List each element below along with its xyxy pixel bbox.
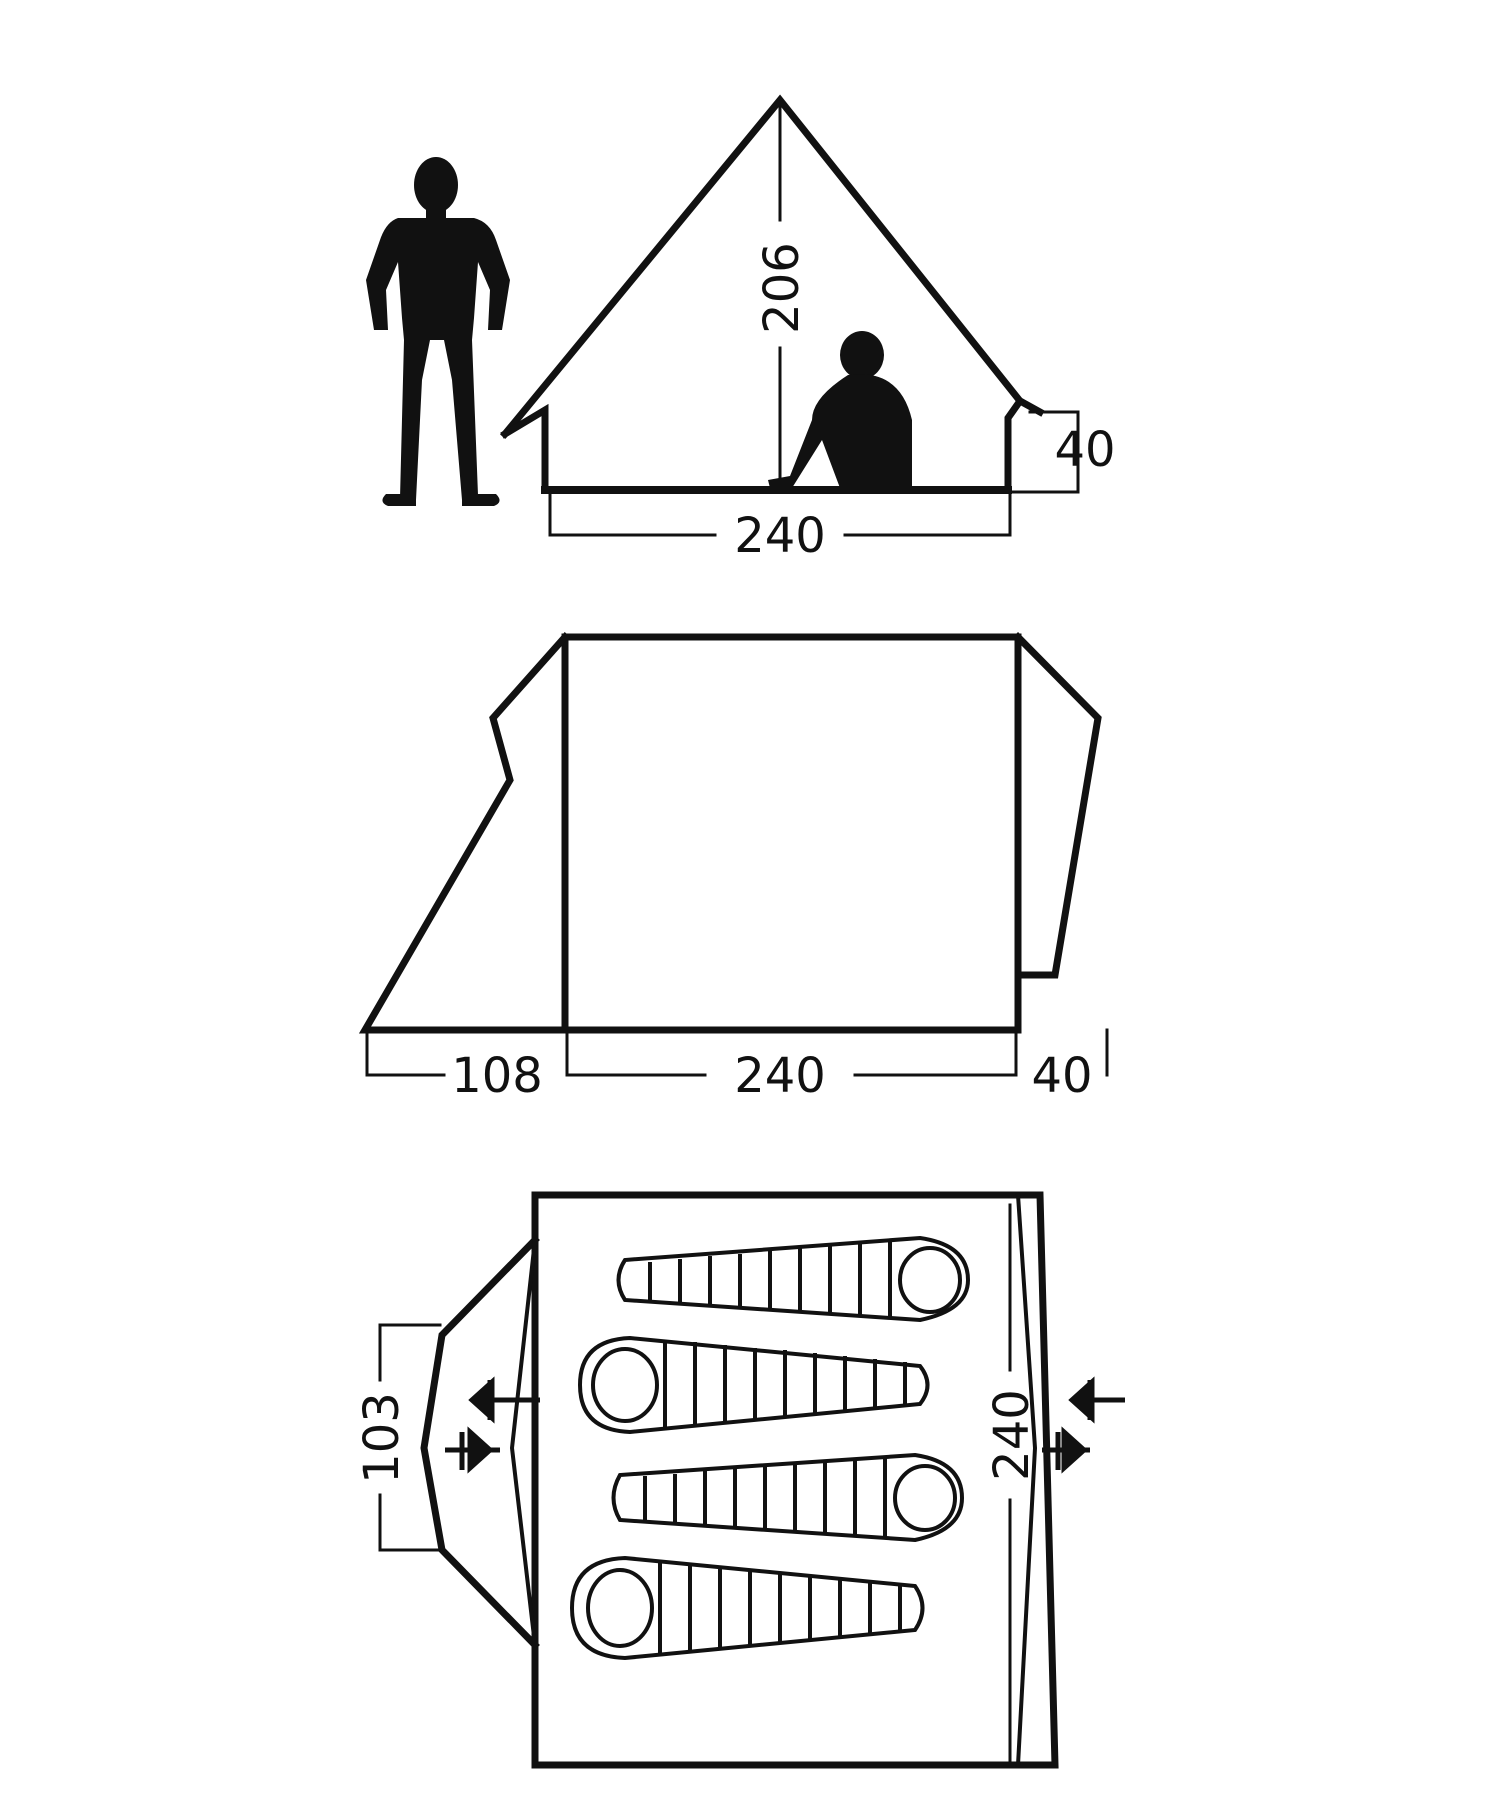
side-body-dimension: [565, 1033, 1018, 1077]
front-width-label: 240: [734, 508, 826, 564]
floor-vestibule-label: 103: [354, 1392, 410, 1484]
sleeping-bag-icon: [611, 1452, 965, 1543]
door-arrow-icon: [468, 1376, 540, 1424]
sleeping-bag-icon: [616, 1235, 971, 1323]
side-rear-outline: [1013, 632, 1102, 979]
floor-vestibule-outline: [420, 1235, 540, 1650]
side-main-body: [561, 633, 1022, 1034]
standing-person-icon: [366, 157, 510, 506]
door-arrow-icon: [1042, 1426, 1090, 1474]
side-rear-label: 40: [1031, 1048, 1092, 1104]
floor-vestibule-dimension: [378, 1323, 442, 1552]
front-view: [500, 94, 1080, 537]
front-tent-left-eave: [500, 396, 1025, 494]
side-body-label: 240: [734, 1048, 826, 1104]
floor-main-body: [531, 1191, 1059, 1769]
wall-height-dimension: [1010, 410, 1080, 494]
side-vestibule-dimension: [365, 1033, 446, 1077]
sleeping-bag-icon: [569, 1555, 925, 1661]
floor-length-label: 240: [984, 1389, 1040, 1481]
sleeping-bag-icon: [577, 1335, 930, 1435]
side-vestibule-outline: [358, 632, 570, 1034]
side-view: [358, 632, 1109, 1077]
front-wall-label: 40: [1054, 422, 1115, 478]
floor-inner-right-edge: [1015, 1192, 1038, 1768]
front-height-label: 206: [754, 242, 810, 334]
seated-person-icon: [768, 331, 912, 488]
floor-inner-left-edge: [509, 1237, 538, 1648]
door-arrow-icon: [445, 1426, 500, 1474]
floor-plan: [378, 1191, 1059, 1769]
door-arrows: [445, 1376, 1125, 1474]
front-width-dimension: [548, 490, 1012, 537]
door-arrow-icon: [1068, 1376, 1125, 1424]
side-vestibule-label: 108: [451, 1048, 543, 1104]
sleeping-bags: [569, 1235, 971, 1661]
